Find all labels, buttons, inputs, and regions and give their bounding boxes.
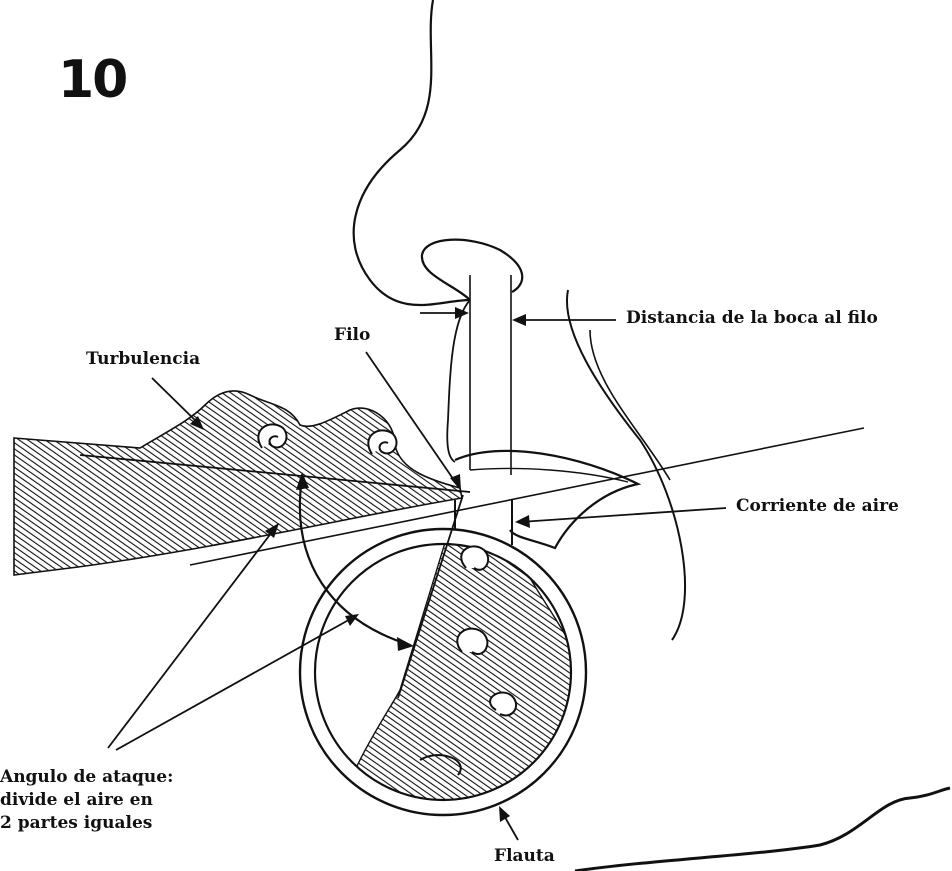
jaw-contour [575,788,950,871]
label-angulo: Angulo de ataque: divide el aire en 2 pa… [0,766,173,835]
corriente-arrowhead [515,515,530,528]
label-flauta: Flauta [494,846,555,866]
turbulence-swirl-1 [258,424,286,448]
flute-swirl-2 [457,629,487,654]
distance-arrowhead-right [512,314,526,326]
flauta-arrowhead [499,806,510,822]
label-angulo-line-3: 2 partes iguales [0,812,173,835]
distance-arrowhead-left [455,307,469,319]
chin-contour [567,290,685,640]
flute-swirl-1 [461,546,488,569]
label-corriente: Corriente de aire [736,496,899,516]
label-angulo-line-2: divide el aire en [0,789,173,812]
face-profile [354,0,470,305]
label-angulo-line-1: Angulo de ataque: [0,766,173,789]
chin-contour-2 [590,330,670,480]
turbulencia-arrow [152,378,200,425]
mouth-cavity [447,300,470,462]
turbulence-swirl-2 [368,430,396,454]
label-turbulencia: Turbulencia [86,349,200,369]
angulo-arrow-1 [108,528,275,748]
corriente-arrow [520,508,726,522]
upper-lip [422,240,522,300]
label-filo: Filo [334,325,370,345]
turbulence-shape [14,391,462,575]
label-distancia: Distancia de la boca al filo [626,308,878,328]
